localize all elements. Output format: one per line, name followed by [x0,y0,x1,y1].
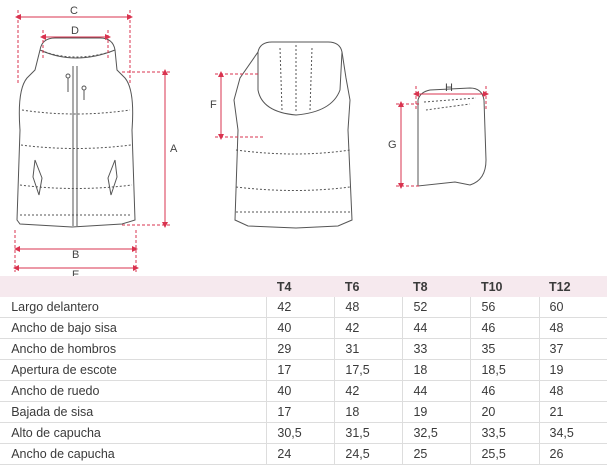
measurement-value: 19 [402,401,471,423]
dim-label-e: E [72,269,79,276]
measurement-value: 40 [266,380,335,402]
measurement-value: 56 [470,297,539,318]
size-table-header: T4 T6 T8 T10 T12 [0,276,607,297]
measurement-value: 44 [402,380,471,402]
measurement-value: 48 [538,317,607,339]
measurement-value: 17,5 [334,359,403,381]
measurement-value: 24,5 [334,443,403,465]
measurement-value: 33,5 [470,422,539,444]
measurement-value: 25 [402,443,471,465]
measurement-value: 19 [538,359,607,381]
size-header: T10 [470,276,539,297]
measurement-value: 18 [334,401,403,423]
measurement-value: 42 [266,297,335,318]
measurement-value: 18,5 [470,359,539,381]
dim-label-a: A [170,143,178,155]
measurement-value: 31 [334,338,403,360]
measurement-value: 40 [266,317,335,339]
measurement-value: 42 [334,380,403,402]
measurement-value: 60 [538,297,607,318]
measurement-value: 17 [266,401,335,423]
dim-label-h: H [445,82,453,94]
measurement-value: 18 [402,359,471,381]
measurement-value: 30,5 [266,422,335,444]
measurement-value: 37 [538,338,607,360]
dim-label-g: G [388,139,397,151]
measurement-value: 32,5 [402,422,471,444]
measurement-label: Alto de capucha [5,422,267,444]
dim-label-c: C [70,5,78,17]
measurement-label: Largo delantero [5,297,267,318]
measurement-value: 25,5 [470,443,539,465]
dim-label-d: D [71,25,79,37]
measurement-value: 33 [402,338,471,360]
measurement-value: 26 [538,443,607,465]
size-diagram: C D A B E F G H [13,5,489,276]
measurement-label: Ancho de bajo sisa [5,317,267,339]
measurement-value: 21 [538,401,607,423]
dimension-lines [13,10,489,272]
measurement-label: Ancho de hombros [5,338,267,360]
measurement-value: 44 [402,317,471,339]
measurement-label: Apertura de escote [5,359,267,381]
measurement-value: 20 [470,401,539,423]
measurement-label: Bajada de sisa [5,401,267,423]
measurement-value: 48 [334,297,403,318]
hood-drawing [417,87,487,187]
measurement-value: 48 [538,380,607,402]
measurement-label: Ancho de ruedo [5,380,267,402]
measurement-value: 24 [266,443,335,465]
measurement-value: 34,5 [538,422,607,444]
size-header: T6 [334,276,403,297]
measurement-value: 46 [470,380,539,402]
dim-label-b: B [72,249,79,261]
measurement-value: 42 [334,317,403,339]
measurement-value: 35 [470,338,539,360]
measurement-value: 31,5 [334,422,403,444]
size-header: T8 [402,276,471,297]
measurement-value: 17 [266,359,335,381]
dim-label-f: F [210,99,217,111]
measurement-value: 46 [470,317,539,339]
vest-back-drawing [233,41,353,229]
measurement-value: 52 [402,297,471,318]
size-header: T12 [539,276,607,297]
vest-front-drawing [16,37,136,228]
measurement-value: 29 [266,338,335,360]
measurement-label: Ancho de capucha [5,443,267,465]
size-header: T4 [266,276,335,297]
